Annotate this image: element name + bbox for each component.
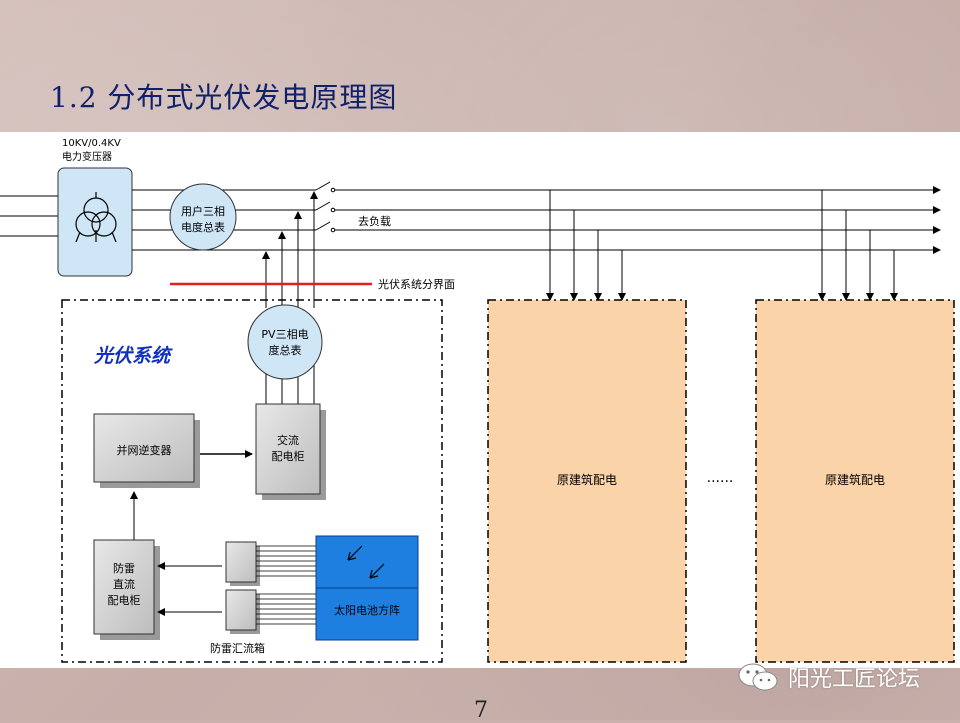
pv-boundary-label: 光伏系统分界面	[378, 277, 455, 291]
pv-meter	[247, 304, 323, 380]
to-load-label: 去负载	[358, 214, 391, 228]
dc-cabinet-label-3: 配电柜	[108, 594, 141, 607]
ellipsis: ......	[707, 470, 734, 486]
pv-system-frame	[61, 299, 443, 663]
dc-cabinet-label-1: 防雷	[113, 561, 135, 575]
sunlight-arrow-icon	[347, 545, 385, 579]
string-wires	[256, 545, 316, 625]
building-feeds	[546, 190, 898, 301]
pv-meter-label-1: PV三相电	[261, 328, 308, 341]
building-label-1: 原建筑配电	[557, 472, 617, 487]
user-meter	[169, 183, 237, 251]
pv-diagram: 10KV/0.4KV 电力变压器	[0, 138, 955, 663]
watermark: 阳光工匠论坛	[736, 660, 946, 694]
solar-array-label: 太阳电池方阵	[334, 603, 400, 617]
ac-cabinet-label-1: 交流	[277, 433, 299, 447]
wechat-icon	[738, 663, 778, 691]
ac-cabinet	[255, 403, 321, 495]
user-meter-label-1: 用户三相	[181, 204, 225, 218]
ac-cabinet-label-2: 配电柜	[272, 450, 305, 463]
pv-meter-label-2: 度总表	[269, 343, 302, 357]
main-switch	[315, 181, 336, 233]
combiner-box-1	[225, 541, 257, 583]
transformer-icon	[75, 192, 117, 243]
slide-title: 1.2 分布式光伏发电原理图	[50, 81, 398, 114]
dc-cabinet	[93, 539, 155, 635]
watermark-text: 阳光工匠论坛	[788, 667, 921, 692]
diagram-panel: 10KV/0.4KV 电力变压器	[0, 132, 960, 668]
pv-feeders	[262, 191, 318, 308]
user-meter-label-2: 电度总表	[181, 220, 225, 234]
transformer-label-1: 10KV/0.4KV	[62, 138, 121, 149]
combiner-box-2	[225, 589, 257, 631]
building-panel-2	[755, 299, 955, 663]
page-number: 7	[474, 698, 488, 723]
transformer-label-2: 电力变压器	[62, 150, 112, 163]
pv-system-title: 光伏系统	[93, 345, 173, 367]
building-panel-1	[487, 299, 687, 663]
combiner-box-label: 防雷汇流箱	[210, 641, 265, 655]
dc-cabinet-label-2: 直流	[113, 577, 135, 591]
inverter-label: 并网逆变器	[117, 443, 172, 457]
inverter-box	[93, 413, 195, 483]
input-lines	[0, 195, 58, 237]
building-label-2: 原建筑配电	[825, 472, 885, 487]
bus-lines	[132, 186, 941, 254]
